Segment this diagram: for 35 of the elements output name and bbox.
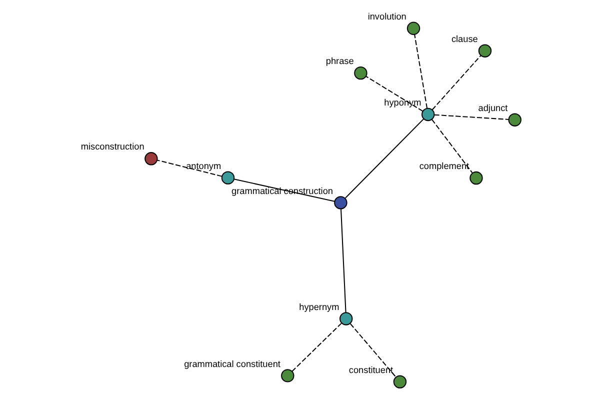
node-circle	[334, 196, 347, 210]
node-label: hypernym	[298, 302, 339, 312]
node-label: grammatical constituent	[184, 358, 280, 369]
node-circle	[354, 66, 367, 80]
node-label: complement	[418, 161, 469, 172]
node-label: phrase	[325, 56, 354, 66]
connector	[365, 76, 423, 112]
node-circle	[406, 22, 420, 35]
connector	[344, 118, 424, 198]
node-circle	[420, 108, 434, 122]
connector	[430, 119, 472, 174]
node-circle	[220, 171, 234, 184]
node-circle	[392, 375, 406, 388]
connector	[156, 160, 222, 177]
connector	[291, 322, 342, 372]
node-label: constituent	[348, 364, 393, 375]
node-label: misconstruction	[80, 142, 144, 152]
connector	[349, 323, 396, 378]
node-label: involution	[367, 11, 406, 22]
node-circle	[478, 44, 492, 58]
connector	[340, 208, 346, 312]
node-label: grammatical construction	[231, 186, 332, 196]
connector	[414, 34, 428, 108]
node-circle	[280, 369, 294, 382]
connector	[233, 178, 334, 202]
connector	[434, 114, 508, 120]
node-circle	[144, 152, 158, 166]
node-circle	[508, 113, 521, 126]
node-circle	[469, 171, 482, 185]
node-label: adjunct	[478, 102, 508, 113]
node-label: antonym	[186, 160, 221, 171]
connector	[431, 55, 480, 110]
node-label: hyponym	[384, 98, 421, 108]
node-circle	[339, 312, 352, 326]
node-label: clause	[450, 34, 478, 44]
